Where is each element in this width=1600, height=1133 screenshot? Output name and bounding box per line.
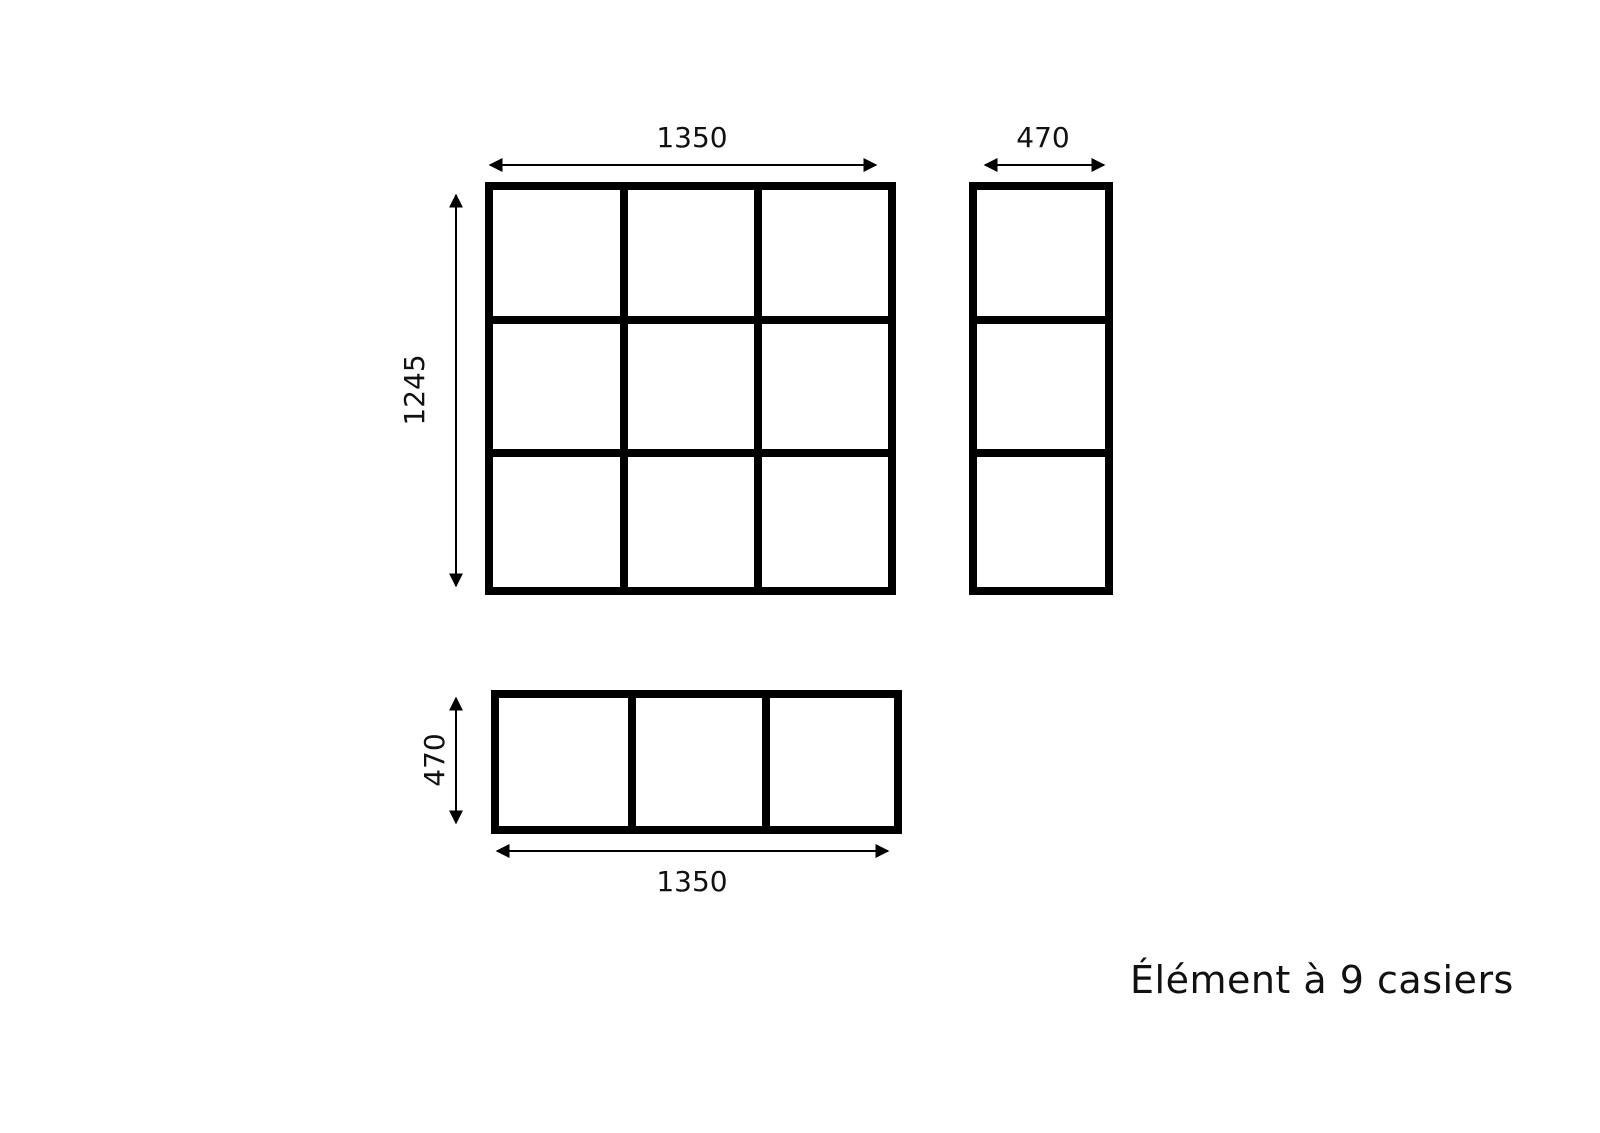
top-view	[491, 690, 902, 834]
side-view	[969, 182, 1113, 595]
caption-title: Élément à 9 casiers	[1130, 958, 1514, 1002]
front-width-dimension: 1350	[488, 121, 878, 172]
front-height-label: 1245	[398, 354, 431, 425]
top-width-dimension: 1350	[495, 844, 890, 898]
top-frame	[491, 690, 902, 834]
top-width-label: 1350	[656, 865, 727, 898]
front-height-dimension: 1245	[398, 193, 463, 588]
side-width-label: 470	[1016, 121, 1069, 154]
top-depth-dimension: 470	[418, 696, 463, 825]
side-width-dimension: 470	[983, 121, 1106, 172]
front-view	[485, 182, 896, 595]
front-frame	[485, 182, 896, 595]
side-frame	[969, 182, 1113, 595]
front-width-label: 1350	[656, 121, 727, 154]
top-depth-label: 470	[418, 733, 451, 786]
